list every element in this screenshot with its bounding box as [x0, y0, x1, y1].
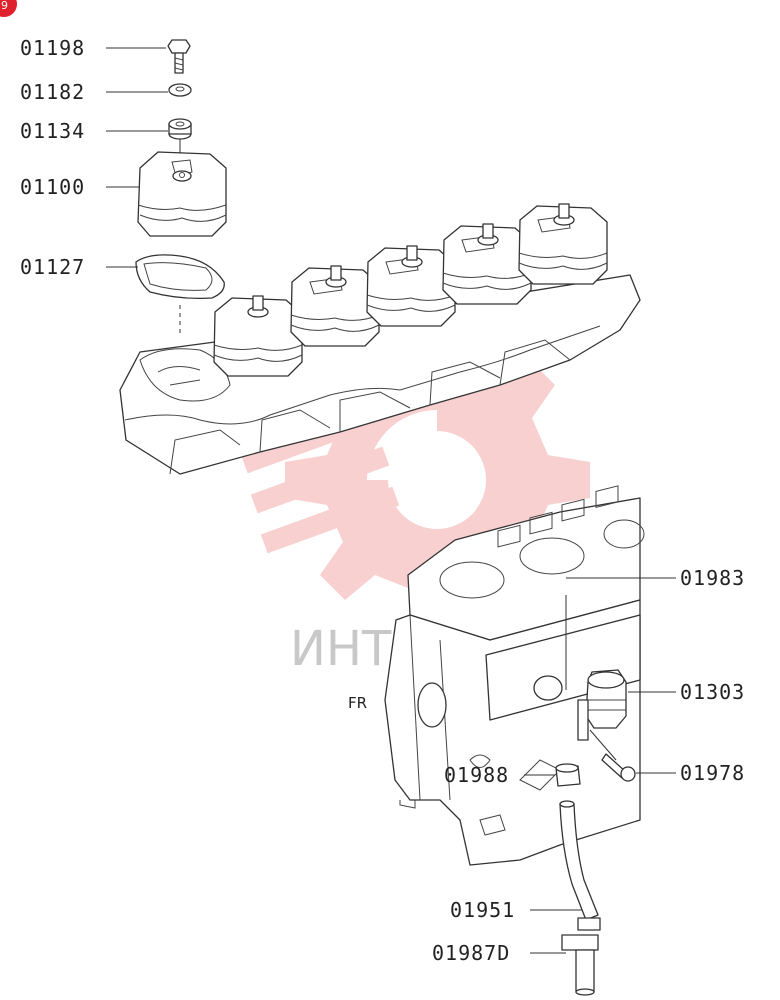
engine-block — [384, 485, 645, 866]
valve-cover-6 — [518, 203, 608, 285]
valve-cover-5 — [442, 223, 532, 305]
callout-label: 01978 — [680, 761, 745, 785]
callout-01951: 01951 — [450, 898, 582, 922]
valve-cover-2 — [213, 295, 303, 377]
callout-label: 01987D — [432, 941, 510, 965]
callout-01978: 01978 — [636, 761, 745, 785]
callout-label: 01134 — [20, 119, 85, 143]
callout-01182: 01182 — [20, 80, 168, 104]
washer-01182 — [168, 83, 192, 97]
callout-label: 01951 — [450, 898, 515, 922]
callout-label: 01182 — [20, 80, 85, 104]
callout-label: 01100 — [20, 175, 85, 199]
callout-01987D: 01987D — [432, 941, 566, 965]
callout-01100: 01100 — [20, 175, 140, 199]
callout-label: 01983 — [680, 566, 745, 590]
callout-label: 01198 — [20, 36, 85, 60]
callout-label: 01303 — [680, 680, 745, 704]
callout-01983: 01983 — [566, 566, 745, 590]
valve-cover-3 — [290, 265, 380, 347]
callout-label: 01127 — [20, 255, 85, 279]
gasket-01127 — [135, 254, 225, 300]
callout-01303: 01303 — [628, 680, 745, 704]
bolt-01978 — [589, 729, 636, 782]
callout-01127: 01127 — [20, 255, 138, 279]
clamp-01988 — [555, 763, 581, 787]
callout-01988: 01988 — [444, 763, 555, 787]
rocker-cover-01100 — [137, 151, 227, 237]
bolt-01198 — [167, 39, 191, 74]
cylinder-head-assembly — [119, 203, 641, 475]
page-badge: 9 — [0, 0, 17, 17]
callout-01198: 01198 — [20, 36, 166, 60]
callout-label: 01988 — [444, 763, 509, 787]
pipe-01987D — [561, 917, 601, 996]
grommet-01134 — [168, 118, 192, 155]
breather-separator-01303 — [577, 669, 627, 741]
callout-01134: 01134 — [20, 119, 168, 143]
orientation-label: FR — [348, 694, 367, 712]
page-badge-text: 9 — [1, 0, 8, 12]
valve-cover-4 — [366, 245, 456, 327]
